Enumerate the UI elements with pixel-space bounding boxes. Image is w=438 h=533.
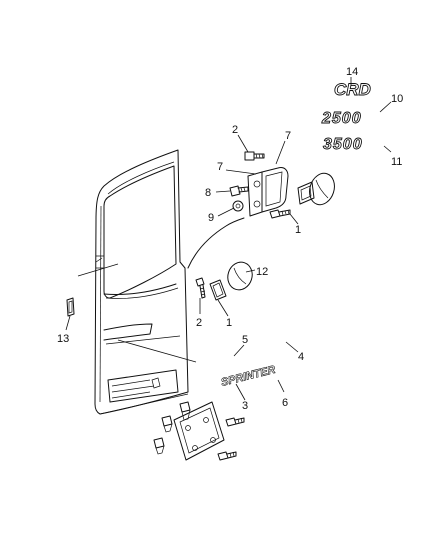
callout-6: 6	[282, 397, 288, 409]
callout-14: 14	[346, 66, 358, 78]
callout-12: 12	[256, 266, 268, 278]
sprinter-nameplate: SPRINTER	[220, 363, 278, 389]
screw-plate-1	[225, 417, 245, 427]
callout-1-upper: 1	[295, 224, 301, 236]
callout-11: 11	[391, 156, 402, 168]
plastic-nut-1	[179, 401, 191, 421]
screw-plate-2	[217, 451, 237, 461]
callout-13: 13	[57, 333, 69, 345]
callout-7-lower: 7	[217, 161, 223, 173]
callout-9: 9	[208, 212, 214, 224]
screw-upper	[269, 209, 291, 219]
callout-labels: 14 10 11 2 7 7 8 9 1 12 2 1 5 4 6 3 13	[57, 66, 403, 412]
hinge-bracket-upper	[247, 167, 289, 217]
badge-3500-text: 3500	[323, 136, 363, 153]
badge-3500: 3500	[323, 136, 363, 154]
sprinter-nameplate-text: SPRINTER	[220, 364, 277, 389]
hinge-cover-upper	[309, 172, 335, 206]
crd-emblem-text: CRD	[334, 80, 371, 99]
hinge-plate-upper	[297, 181, 315, 205]
callout-3: 3	[242, 400, 248, 412]
callout-2-upper: 2	[232, 124, 238, 136]
plastic-nut-3	[153, 437, 165, 455]
door-check-strap	[187, 217, 245, 269]
callout-5: 5	[242, 334, 248, 346]
screw-2-lower	[195, 277, 206, 299]
hinge-plate-lower	[209, 279, 227, 301]
callout-2-lower: 2	[196, 317, 202, 329]
reflector	[66, 297, 75, 317]
badge-2500: 2500	[321, 110, 362, 128]
callout-1-lower: 1	[226, 317, 232, 329]
callout-10: 10	[391, 93, 403, 105]
license-bracket	[173, 401, 225, 461]
leader-lines	[65, 77, 392, 401]
callout-4: 4	[298, 351, 304, 363]
bolt-2-upper	[244, 151, 265, 161]
crd-emblem: CRD	[334, 80, 372, 100]
bolt-8	[229, 185, 249, 197]
callout-8: 8	[205, 187, 211, 199]
plastic-nut-2	[161, 415, 173, 433]
callout-7-upper: 7	[285, 130, 291, 142]
rear-door	[94, 149, 189, 415]
washer-9	[232, 200, 244, 212]
hinge-cover-lower	[227, 261, 253, 291]
badge-2500-text: 2500	[321, 110, 362, 127]
